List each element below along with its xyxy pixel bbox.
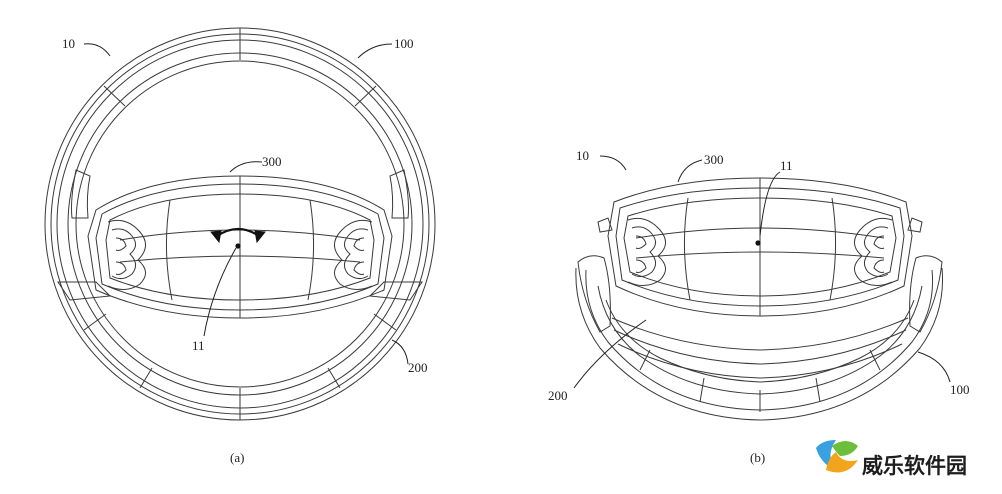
label-a-lower: 200 — [408, 360, 428, 375]
label-b-hub: 300 — [704, 152, 724, 167]
label-a-wheel: 10 — [62, 36, 75, 51]
hub-b — [597, 177, 923, 317]
label-a-hub: 300 — [262, 154, 282, 169]
figure-b — [573, 155, 951, 421]
axis-point-b — [755, 240, 761, 246]
label-a-rim: 100 — [394, 36, 414, 51]
caption-a: (a) — [230, 450, 244, 465]
label-b-axis: 11 — [780, 158, 793, 173]
label-a-axis: 11 — [192, 338, 205, 353]
watermark-text: 威乐软件园 — [862, 454, 967, 478]
rotation-indicator-a — [210, 227, 266, 244]
watermark: 威乐软件园 — [816, 440, 967, 478]
arrowhead-right-icon — [254, 230, 266, 244]
leaders-a — [83, 43, 409, 365]
axis-point-a — [235, 243, 241, 249]
leaders-b — [573, 155, 951, 389]
arrowhead-left-icon — [210, 230, 222, 244]
watermark-logo-icon — [816, 440, 858, 473]
label-b-rim: 100 — [950, 382, 970, 397]
lower-support-b — [611, 317, 909, 379]
rim-segments-a — [83, 28, 397, 420]
figure-a — [44, 27, 436, 421]
rim-b — [575, 255, 943, 421]
label-b-wheel: 10 — [576, 148, 589, 163]
caption-b: (b) — [750, 450, 765, 465]
label-b-lower: 200 — [548, 388, 568, 403]
